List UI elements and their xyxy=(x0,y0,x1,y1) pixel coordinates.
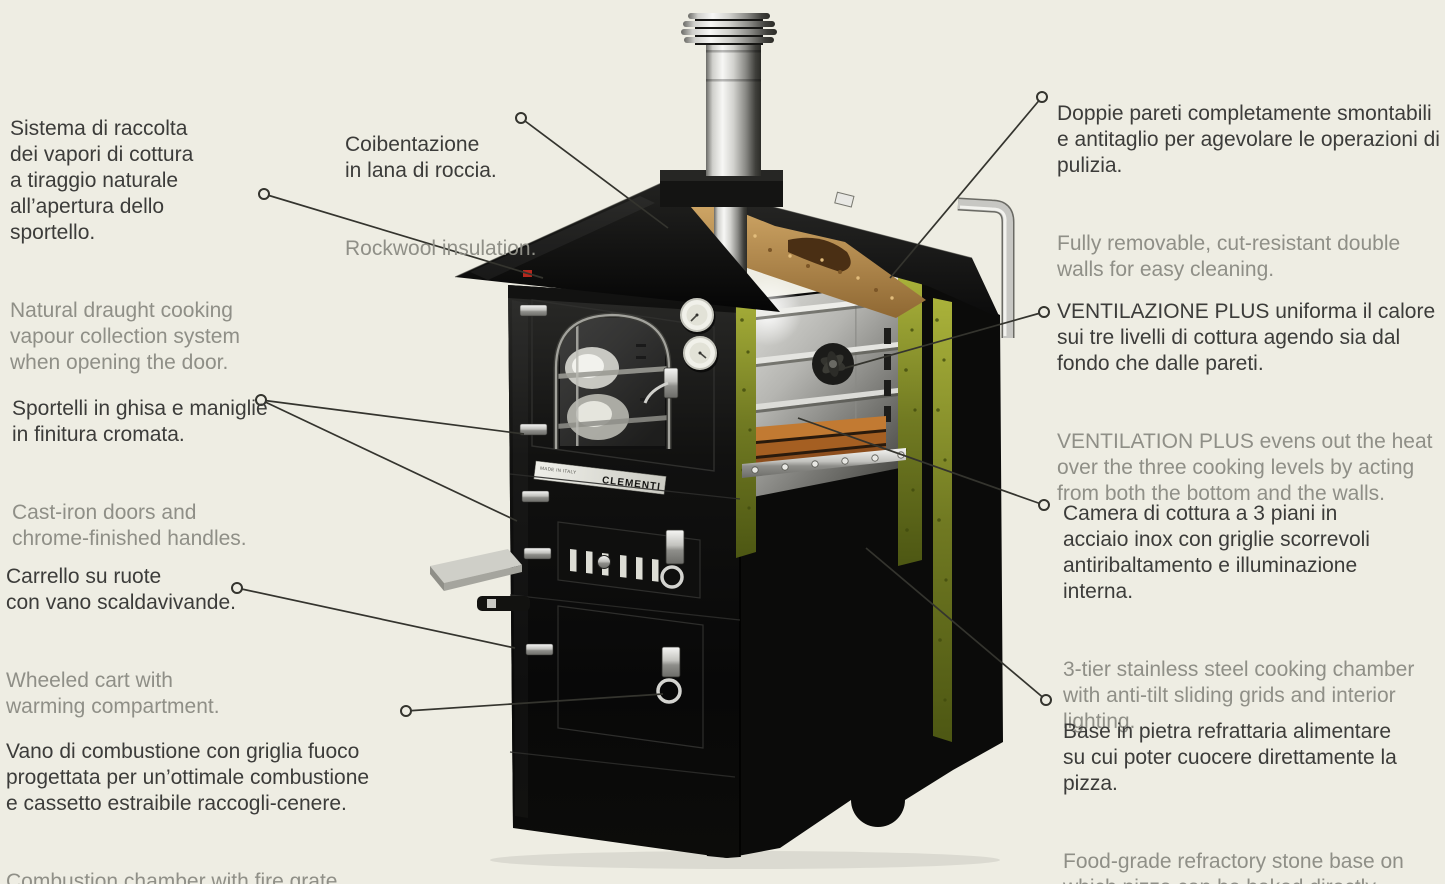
oven-door-window xyxy=(553,312,672,449)
callout-ventilation-plus: VENTILAZIONE PLUS uniforma il calore sui… xyxy=(1057,247,1435,533)
chrome-hinges xyxy=(519,304,554,656)
ring-handle-lower xyxy=(656,678,682,704)
callout-dot-cooking-chamber xyxy=(1038,499,1050,511)
doors-italian-text: Sportelli in ghisa e maniglie in finitur… xyxy=(12,397,268,446)
combustion-vent-door xyxy=(557,521,701,599)
vapour-collection-pipe xyxy=(834,191,1015,338)
callout-dots xyxy=(231,91,1052,717)
gable-sheen xyxy=(470,196,655,280)
insulation-english-text: Rockwool insulation. xyxy=(345,237,537,260)
combustion-italian-text: Vano di combustione con griglia fuoco pr… xyxy=(6,740,370,815)
roof-gable xyxy=(455,180,780,312)
callout-line-ventilation-plus xyxy=(844,311,1045,369)
callout-stone-base: Base in pietra refrattaria alimentare su… xyxy=(1063,667,1404,884)
cooking-chamber-italian-text: Camera di cottura a 3 piani in acciaio i… xyxy=(1063,502,1370,603)
callout-dot-stone-base xyxy=(1040,694,1052,706)
vent-knob xyxy=(597,555,611,569)
ring-handle-upper xyxy=(660,565,684,589)
side-shelf xyxy=(430,549,522,591)
stone-base-english-text: Food-grade refractory stone base on whic… xyxy=(1063,850,1404,884)
callout-doors: Sportelli in ghisa e maniglie in finitur… xyxy=(12,344,268,578)
ring-handle-plate-lower xyxy=(661,646,681,678)
chamber-seam xyxy=(855,300,857,460)
ring-handle-plate-upper xyxy=(665,529,685,565)
callout-line-cart xyxy=(236,587,516,649)
callout-line-combustion xyxy=(405,693,664,712)
callout-cooking-chamber: Camera di cottura a 3 piani in acciaio i… xyxy=(1063,449,1414,761)
cooking-chamber-english-text: 3-tier stainless steel cooking chamber w… xyxy=(1063,658,1415,733)
ventilation-fan xyxy=(812,343,854,385)
callout-double-walls: Doppie pareti completamente smontabili e… xyxy=(1057,49,1440,309)
cart-push-handle xyxy=(477,596,530,611)
made-in-italy-label: MADE IN ITALY xyxy=(540,466,577,475)
ventilation-plus-english-text: VENTILATION PLUS evens out the heat over… xyxy=(1057,430,1433,505)
callout-dot-combustion xyxy=(400,705,412,717)
stone-base-italian-text: Base in pietra refrattaria alimentare su… xyxy=(1063,720,1397,795)
door-handle-latch xyxy=(643,367,679,404)
insulation-italian-text: Coibentazione in lana di roccia. xyxy=(345,133,497,182)
doors-english-text: Cast-iron doors and chrome-finished hand… xyxy=(12,501,247,550)
callout-line-insulation xyxy=(520,117,669,229)
chimney-rain-cap xyxy=(681,13,777,45)
thermometer-gauge-upper xyxy=(680,298,716,335)
ventilation-plus-italian-text: VENTILAZIONE PLUS uniforma il calore sui… xyxy=(1057,300,1436,375)
callout-cart: Carrello su ruote con vano scaldavivande… xyxy=(6,512,236,746)
combustion-english-text: Combustion chamber with fire grate desig… xyxy=(6,870,338,884)
callout-dot-doors xyxy=(255,394,267,406)
ground-shadow xyxy=(490,851,1000,869)
chimney xyxy=(681,13,777,176)
callout-dot-ventilation-plus xyxy=(1038,306,1050,318)
callout-line-double-walls xyxy=(889,96,1043,279)
lower-door xyxy=(557,605,704,749)
thermometer-gauge-lower xyxy=(683,336,719,373)
cart-italian-text: Carrello su ruote con vano scaldavivande… xyxy=(6,565,236,614)
callout-insulation: Coibentazione in lana di roccia. Rockwoo… xyxy=(345,80,536,288)
front-rail xyxy=(742,448,906,478)
vapour-system-italian-text: Sistema di raccolta dei vapori di cottur… xyxy=(10,117,194,244)
vent-slots xyxy=(884,328,891,422)
callout-line-doors-a xyxy=(260,399,525,435)
callout-line-cooking-chamber xyxy=(797,417,1045,506)
callout-line-stone-base xyxy=(865,547,1047,701)
callout-line-doors-b xyxy=(260,399,518,522)
eave-shadow xyxy=(508,285,740,313)
callout-dot-vapour-system xyxy=(258,188,270,200)
vapour-system-english-text: Natural draught cooking vapour collectio… xyxy=(10,299,240,374)
upper-oven-door xyxy=(531,299,715,472)
double-walls-english-text: Fully removable, cut-resistant double wa… xyxy=(1057,232,1401,281)
callout-leader-lines xyxy=(236,96,1047,712)
roof xyxy=(454,170,1000,318)
cart-english-text: Wheeled cart with warming compartment. xyxy=(6,669,220,718)
front-details: MADE IN ITALY CLEMENTI xyxy=(509,298,741,778)
callout-dot-cart xyxy=(231,582,243,594)
callout-line-vapour-system xyxy=(263,193,544,279)
callout-dot-insulation xyxy=(515,112,527,124)
callout-combustion-chamber: Vano di combustione con griglia fuoco pr… xyxy=(6,687,369,884)
chimney-pipe xyxy=(706,41,761,176)
callout-vapour-system: Sistema di raccolta dei vapori di cottur… xyxy=(10,64,240,402)
callout-dot-double-walls xyxy=(1036,91,1048,103)
double-walls-italian-text: Doppie pareti completamente smontabili e… xyxy=(1057,102,1440,177)
